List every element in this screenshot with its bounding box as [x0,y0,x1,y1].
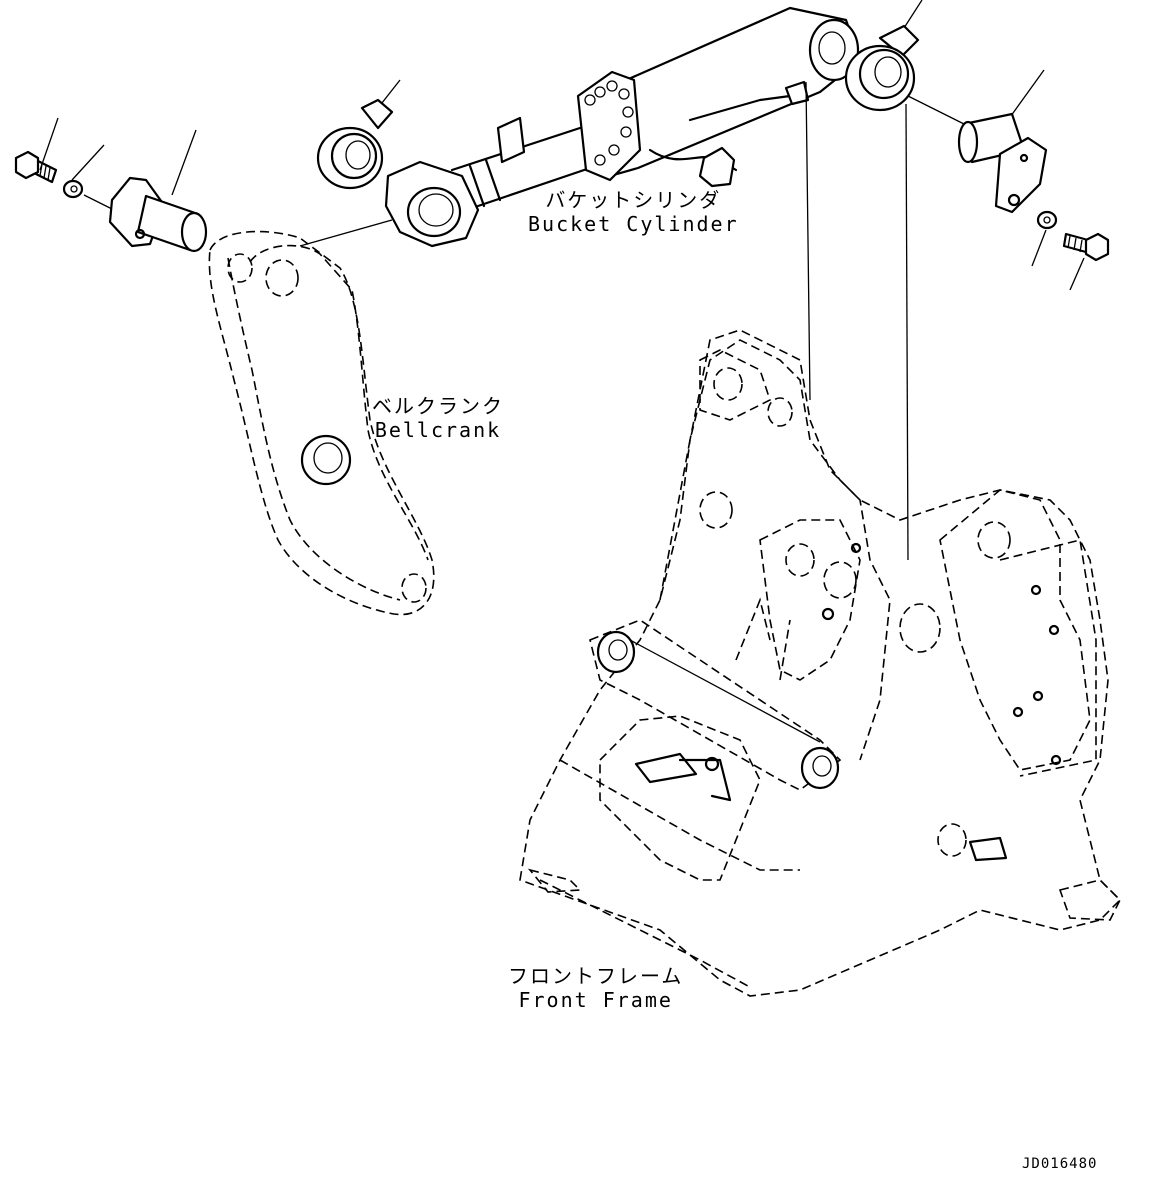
drawing-code: JD016480 [1022,1156,1098,1172]
bushing-left [316,79,401,190]
bellcrank-label-ja: ベルクランク [372,394,504,418]
bucket-cylinder-label: バケットシリンダ Bucket Cylinder [528,188,739,236]
right-pin-assembly [907,69,1110,291]
front-frame [519,329,1122,997]
left-pin-assembly [14,117,208,253]
front-frame-label: フロントフレーム Front Frame [508,964,683,1012]
front-frame-label-ja: フロントフレーム [508,964,684,988]
bucket-cylinder [384,6,862,248]
bucket-cylinder-label-en: Bucket Cylinder [528,212,739,236]
assembly-lines [299,81,909,743]
bolt-right [1062,232,1110,262]
bucket-cylinder-label-ja: バケットシリンダ [545,188,722,212]
cylinder-valve-block [576,70,642,182]
bellcrank-label: ベルクランク Bellcrank [372,394,504,442]
pin-right [957,112,1048,214]
bolt-left [14,150,58,184]
front-frame-label-en: Front Frame [518,988,673,1012]
pin-left [108,176,208,253]
bushing-right [844,0,923,112]
bellcrank-label-en: Bellcrank [374,418,502,442]
bellcrank [208,230,435,616]
washer-left [62,179,84,199]
washer-right [1036,210,1058,230]
